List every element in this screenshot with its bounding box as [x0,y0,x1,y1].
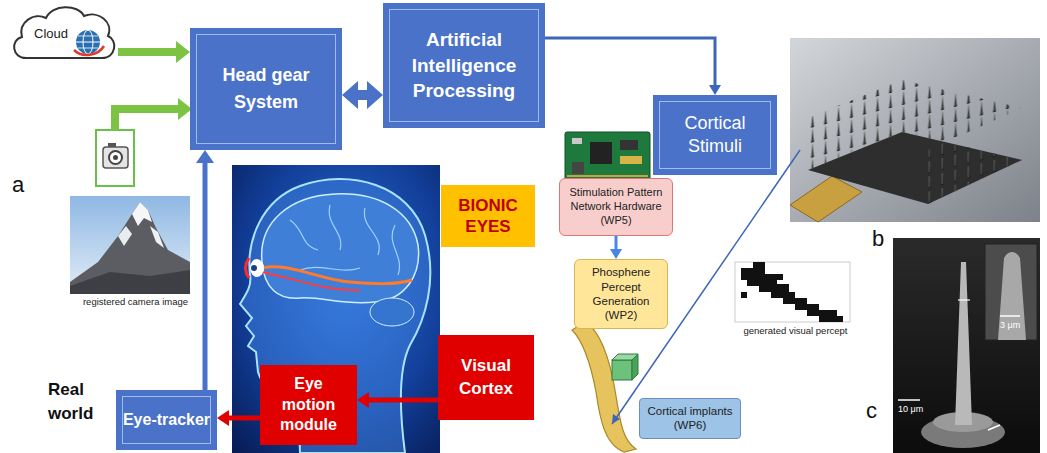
box-text: Artificial Intelligence Processing [391,27,537,104]
image-caption: generated visual percept [728,325,863,336]
region-label: Real world [48,378,118,426]
arrow-head [342,81,358,109]
flow-connector [342,81,383,109]
connector-line [615,236,618,251]
circuit-board [565,132,650,180]
scale-label: 10 μm [898,404,932,414]
arrow-head [217,410,229,426]
connector-line [203,161,208,390]
panel-letter: a [12,172,32,198]
electrode-array-photo [790,38,1040,222]
scale-label: 3 μm [1000,320,1034,330]
image-caption: generated visual percept [728,325,863,336]
scale-label: 10 μm [898,404,932,414]
arrow-head [357,392,369,408]
box-text: Cloud [34,26,68,41]
panel-letter: b [872,226,892,252]
scale-label: 3 μm [1000,320,1034,330]
connector-line [545,38,715,87]
arrow-head [367,81,383,109]
cortical-implant-illustration [572,322,638,452]
box-text: Cortical implants (WP6) [644,404,736,433]
panel-letter: c [866,398,886,424]
region-label: Real world [48,378,118,426]
box-text: Eye motion module [266,374,351,436]
process-box: Artificial Intelligence Processing [383,3,545,128]
flow-connector [118,41,190,63]
head-brain-illustration [232,165,440,453]
panel-letter: b [872,226,892,252]
connector-line [227,416,260,421]
box-text: Eye-tracker [123,410,210,431]
arrow-head [196,150,214,163]
box-text: Cortical Stimuli [661,112,769,159]
sem-micrograph [893,238,1040,453]
camera-icon [96,130,134,186]
process-box: Cortical Stimuli [653,95,777,175]
module-box: Stimulation Pattern Network Hardware (WP… [559,178,673,236]
box-text: Head gear System [198,62,334,116]
image-caption: registered camera image [68,296,203,307]
title-box: BIONIC EYES [441,185,535,247]
flow-connector [196,150,214,390]
flow-connector [217,410,260,426]
module-box: Phosphene Percept Generation (WP2) [574,259,668,329]
connector-line [118,48,178,56]
image-caption: registered camera image [68,296,203,307]
box-text: Stimulation Pattern Network Hardware (WP… [564,186,668,227]
process-box: Eye motion module [260,365,357,445]
cloud-shape: Cloud [8,2,118,64]
module-box: Cortical implants (WP6) [639,398,741,439]
process-box: Visual Cortex [438,335,534,420]
visual-percept-image [735,262,850,322]
box-text: Visual Cortex [444,355,528,399]
arrow-head [176,41,190,63]
panel-letter: c [866,398,886,424]
flow-connector [610,236,622,259]
connector-line [367,398,438,403]
process-box: Head gear System [190,28,342,150]
panel-letter: a [12,172,32,198]
box-text: Phosphene Percept Generation (WP2) [579,265,663,323]
flow-connector [545,38,721,95]
box-text: BIONIC EYES [446,195,530,238]
camera-feed-arrow [115,98,192,130]
arrow-head [709,85,721,95]
mountain-photo [70,196,190,294]
arrow-head [610,249,622,259]
process-box: Eye-tracker [116,390,217,450]
flow-connector [357,392,438,408]
